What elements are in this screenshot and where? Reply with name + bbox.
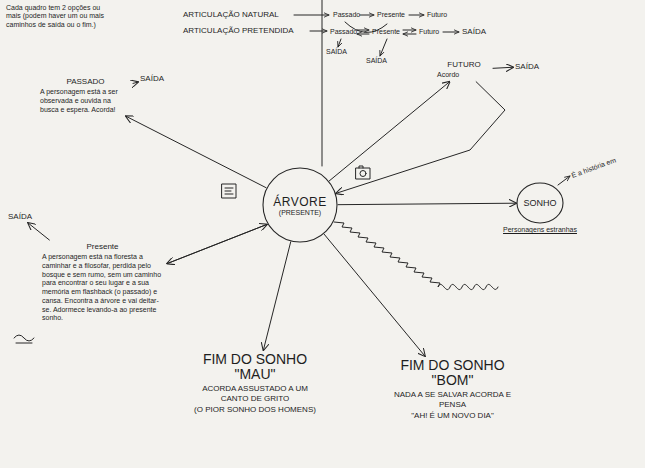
time-word: Presente: [377, 11, 405, 19]
node-text: "AH! É UM NOVO DIA": [387, 411, 518, 421]
time-word: Passado: [330, 28, 357, 36]
node-heading: FIM DO SONHO: [192, 352, 318, 367]
node-heading: ÁRVORE: [273, 195, 326, 209]
circle-outline: [263, 168, 337, 242]
ending-block: FIM DO SONHO"MAU" ACORDA ASSUSTADO A UM C…: [190, 350, 320, 417]
row-title: ARTICULAÇÃO PRETENDIDA: [183, 26, 294, 36]
connector-arrow: [324, 234, 425, 356]
exit-word: SAÍDA: [462, 27, 486, 37]
row-arrow: [409, 15, 424, 16]
time-word: Futuro: [427, 11, 447, 19]
exit-word: SAÍDA: [513, 60, 541, 73]
row-arrow: [357, 30, 369, 31]
row-arrow: [360, 15, 374, 16]
divider-line: [322, 0, 323, 166]
future-note: FUTURO Acordo: [435, 58, 493, 82]
exit-word: SAÍDA: [366, 57, 387, 65]
scribble: [14, 335, 34, 343]
node-text: ACORDA ASSUSTADO A UM CANTO DE GRITO: [192, 384, 318, 404]
connector-arrow: [167, 224, 267, 263]
row-arrow: [310, 31, 327, 32]
time-word: Passado: [333, 11, 360, 19]
node-heading: SAÍDA: [8, 212, 32, 221]
ending-block: FIM DO SONHO"BOM" NADA A SE SALVAR ACORDA…: [385, 356, 520, 423]
connector-arrow: [126, 116, 266, 187]
frame-icon: [222, 184, 236, 198]
exit-word: SAÍDA: [326, 48, 347, 56]
row-arrow: [357, 34, 369, 35]
connector-arrow: [338, 203, 516, 204]
connector-arrow: [28, 223, 49, 240]
node-heading: PASSADO: [40, 77, 131, 86]
story-arrow: [558, 176, 570, 185]
connector-arrow: [336, 82, 505, 194]
connector-arrow: [133, 82, 138, 83]
story-note: É a história em: [571, 156, 618, 180]
camera-icon: [360, 171, 366, 177]
node-text: "BOM": [387, 373, 518, 388]
node-text: Personagens estranhas: [503, 226, 577, 233]
frame-icon: [225, 188, 233, 194]
dream-circle: SONHOPersonagens estranhas: [516, 182, 564, 224]
past-note: PASSADO A personagem está a ser observada…: [38, 75, 133, 116]
time-word: Presente: [372, 28, 400, 36]
node-heading: Presente: [42, 242, 163, 251]
node-heading: SAÍDA: [140, 74, 164, 83]
node-text: "MAU": [192, 367, 318, 382]
row-arrow: [443, 32, 459, 33]
node-text: (PRESENTE): [279, 209, 321, 216]
node-text: A personagem está na floresta a caminhar…: [42, 253, 163, 323]
connector-arrow: [167, 224, 267, 263]
node-text: Acordo: [437, 71, 491, 80]
note-text: Cada quadro tem 2 opções ou mais (podem …: [6, 4, 106, 29]
node-text: A personagem está a ser observada e ouvi…: [40, 88, 131, 114]
camera-icon: [356, 168, 370, 179]
connector-arrow: [263, 242, 290, 350]
node-heading: SONHO: [523, 198, 556, 208]
row-arrow: [403, 34, 416, 35]
node-text: NADA A SE SALVAR ACORDA E PENSA: [387, 390, 518, 410]
connector-arrow: [329, 82, 449, 181]
row-arrow: [403, 30, 416, 31]
circle-outline: [517, 183, 563, 223]
exit-word: SAÍDA: [138, 72, 166, 85]
row-arrow: [294, 15, 329, 16]
node-heading: FIM DO SONHO: [387, 358, 518, 373]
exit-word: SAÍDA: [6, 210, 34, 223]
zigzag-line: [334, 222, 498, 290]
time-word: Futuro: [419, 28, 439, 36]
exit-arrow: [338, 39, 341, 47]
present-note: Presente A personagem está na floresta a …: [40, 240, 165, 325]
node-heading: FUTURO: [437, 60, 491, 69]
exit-arrow: [380, 39, 387, 56]
camera-icon: [359, 166, 363, 168]
node-text: (O PIOR SONHO DOS HOMENS): [192, 405, 318, 415]
row-title: ARTICULAÇÃO NATURAL: [183, 10, 279, 20]
node-heading: SAÍDA: [515, 62, 539, 71]
tree-circle: ÁRVORE(PRESENTE): [262, 167, 338, 243]
connector-arrow: [493, 67, 513, 68]
